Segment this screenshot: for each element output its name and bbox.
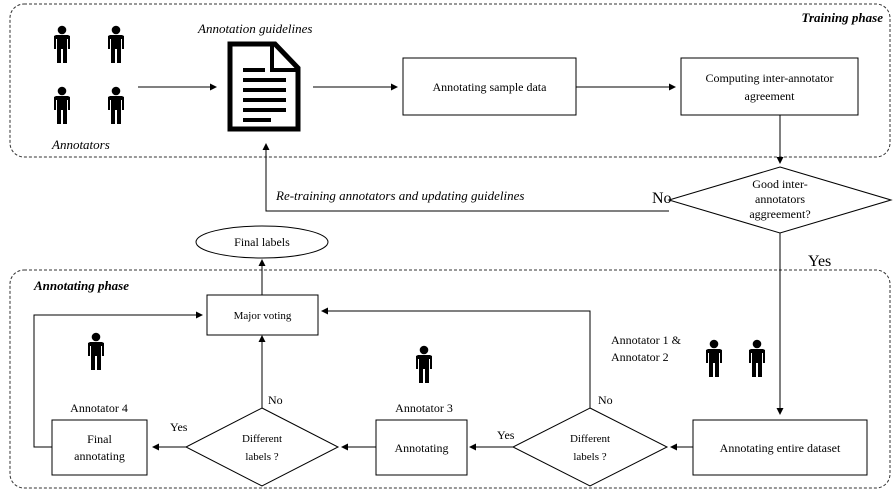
person-icon: [108, 25, 124, 63]
person-icon: [749, 339, 765, 377]
final-annotating-label-1: Final: [87, 432, 112, 446]
annotating-phase-container: [9, 269, 891, 489]
arrow-diff-right-no-to-voting: [321, 307, 591, 408]
yes-label-diff-right: Yes: [497, 428, 515, 442]
no-label-diff-left: No: [268, 393, 283, 407]
annotating-label: Annotating: [395, 441, 449, 455]
annotating-sample-data-label: Annotating sample data: [433, 80, 548, 94]
person-icon: [88, 332, 104, 370]
different-labels-right-2: labels ?: [573, 451, 606, 463]
different-labels-decision-left: [184, 407, 340, 487]
computing-agreement-label-2: agreement: [745, 89, 796, 103]
computing-agreement-label-1: Computing inter-annotator: [705, 71, 833, 85]
different-labels-left-1: Different: [242, 433, 282, 445]
final-labels-ellipse: [195, 225, 329, 259]
major-voting-label: Major voting: [234, 310, 292, 322]
final-annotating-label-2: annotating: [74, 449, 125, 463]
computing-agreement-box: [680, 57, 859, 116]
annotator-1-label: Annotator 1 &: [611, 333, 682, 347]
annotator-2-label: Annotator 2: [611, 350, 669, 364]
final-annotating-box: [51, 419, 148, 476]
yes-label-good: Yes: [808, 253, 831, 270]
training-phase-container: [9, 3, 891, 158]
no-label-good: No: [652, 190, 672, 207]
arrow-retraining-loop: [262, 143, 669, 212]
person-icon: [54, 25, 70, 63]
annotating-entire-dataset-label: Annotating entire dataset: [720, 441, 841, 455]
annotators-label: Annotators: [51, 137, 110, 152]
person-icon: [416, 345, 432, 383]
good-agreement-label-2: annotators: [755, 192, 805, 206]
annotator-4-label: Annotator 4: [70, 401, 128, 415]
annotator-3-label: Annotator 3: [395, 401, 453, 415]
no-label-diff-right: No: [598, 393, 613, 407]
good-agreement-label-1: Good inter-: [752, 177, 807, 191]
different-labels-left-2: labels ?: [245, 451, 278, 463]
good-agreement-label-3: aggreement?: [749, 207, 810, 221]
person-icon: [706, 339, 722, 377]
different-labels-right-1: Different: [570, 433, 610, 445]
annotating-sample-data-box: [402, 57, 577, 116]
arrow-final-to-voting: [33, 311, 203, 448]
annotation-guidelines-label: Annotation guidelines: [197, 21, 312, 36]
person-icon: [108, 86, 124, 124]
document-icon: [227, 41, 301, 132]
final-labels-label: Final labels: [234, 235, 290, 249]
annotating-phase-title: Annotating phase: [33, 278, 129, 293]
training-phase-title: Training phase: [801, 10, 883, 25]
different-labels-decision-right: [511, 407, 669, 487]
yes-label-diff-left: Yes: [170, 420, 188, 434]
retraining-label: Re-training annotators and updating guid…: [275, 188, 524, 203]
annotators-group: [54, 25, 124, 124]
person-icon: [54, 86, 70, 124]
